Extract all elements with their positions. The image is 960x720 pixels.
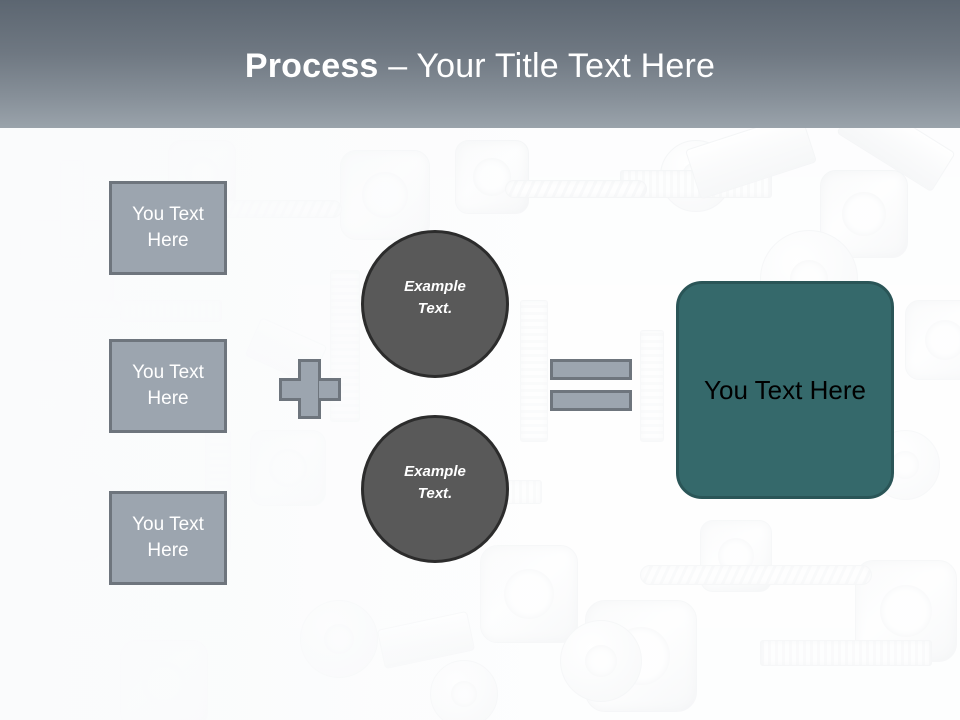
input-box-3[interactable]: You Text Here [109, 491, 227, 585]
plus-icon [279, 359, 341, 419]
result-box[interactable]: You Text Here [676, 281, 894, 499]
plus-icon-joint-right [319, 381, 322, 398]
example-circle-1-label: Example Text. [404, 276, 466, 320]
plus-icon-joint-left [298, 381, 301, 398]
input-box-1[interactable]: You Text Here [109, 181, 227, 275]
example-circle-1[interactable]: Example Text. [361, 230, 509, 378]
page-title-bold: Process [244, 47, 379, 85]
example-circle-1-line1: Example [404, 278, 466, 295]
example-circle-2-line1: Example [404, 463, 466, 480]
example-circle-2-label: Example Text. [404, 461, 466, 505]
plus-icon-joint-bottom [301, 398, 318, 401]
example-circle-2[interactable]: Example Text. [361, 415, 509, 563]
equals-icon-bottom-bar [550, 390, 632, 411]
example-circle-1-line2: Text. [417, 300, 453, 317]
input-box-1-label: You Text Here [132, 204, 204, 251]
equals-icon-top-bar [550, 359, 632, 380]
input-box-2[interactable]: You Text Here [109, 339, 227, 433]
result-box-label: You Text Here [704, 375, 866, 405]
input-box-3-label: You Text Here [132, 514, 204, 561]
equals-icon [550, 359, 632, 411]
input-box-2-label: You Text Here [132, 362, 204, 409]
title-band: Process – Your Title Text Here [0, 0, 960, 128]
plus-icon-vertical-bar [298, 359, 321, 419]
page-title: Process – Your Title Text Here [0, 45, 960, 87]
page-title-rest: – Your Title Text Here [378, 47, 716, 85]
example-circle-2-line2: Text. [417, 485, 453, 502]
plus-icon-joint-top [301, 378, 318, 381]
